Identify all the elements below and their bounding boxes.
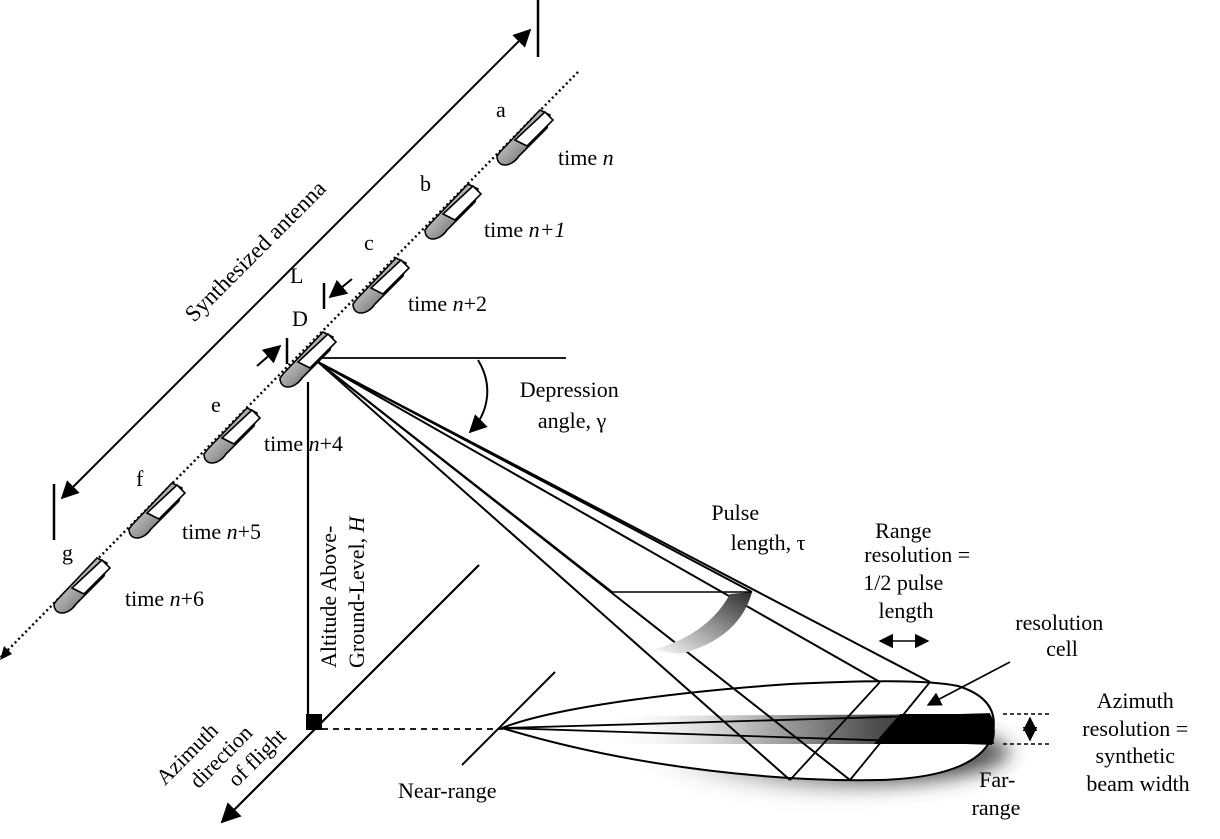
time-label-c: time n+2 [408,291,487,316]
resolution-cell-label: resolution cell [1015,610,1109,661]
pulse-length-label: Pulse length, τ [711,500,805,555]
time-label-f: time n+5 [182,519,261,544]
depression-angle-label: Depression angle, γ [520,377,624,433]
real-antenna-label: D [292,306,308,331]
time-label-a: time n [558,145,614,170]
azimuth-band-line-bottom [502,727,993,745]
altitude-label: Altitude Above- Ground-Level, H [316,515,369,668]
beam-line-near-outer [317,361,791,781]
azimuth-direction-axis [220,564,480,824]
range-resolution-label: Range resolution = 1/2 pulse length [863,518,975,623]
antenna-d [279,331,338,388]
near-range-tick [461,671,556,766]
radar-beam [317,361,931,781]
real-antenna-arrow-upper [328,278,353,299]
time-label-g: time n+6 [125,586,204,611]
real-antenna-arrow-lower [256,344,282,367]
footprint-slice-2 [849,681,931,781]
position-letter-e: e [211,392,221,417]
time-label-b: time n+1 [484,217,565,242]
antenna-b [424,183,483,240]
resolution-cell-pointer [926,661,1011,706]
position-letter-b: b [420,171,431,196]
footprint-slice-1 [789,681,881,781]
antenna-c [352,257,411,314]
antenna-a [496,109,555,166]
synthesized-antenna-arrow [60,28,532,500]
antenna-e [203,407,262,464]
beam-line-far-inner [317,361,881,683]
pulse-wavefront [652,592,752,654]
near-range-label: Near-range [398,778,496,803]
resolution-cell-fill [874,714,995,744]
antenna-g [53,557,112,614]
position-letter-a: a [496,97,506,122]
position-letter-g: g [62,540,73,565]
far-range-label: Far- range [972,767,1021,820]
azimuth-band-line-top [502,713,991,729]
position-letter-c: c [364,230,374,255]
beam-line-mid-upper [317,361,613,593]
antenna-f [128,482,187,539]
flight-direction-arrowhead [0,646,12,660]
nadir-point [306,714,322,730]
depression-angle-arc [468,359,489,434]
azimuth-resolution-label: Azimuth resolution = synthetic beam widt… [1082,688,1193,796]
antenna-length-label: L [290,263,303,288]
time-label-e: time n+4 [264,431,343,456]
beam-line-mid-lower [317,361,753,593]
position-letter-f: f [136,466,144,491]
azimuth-direction-label: Azimuth direction of flight [151,686,291,826]
